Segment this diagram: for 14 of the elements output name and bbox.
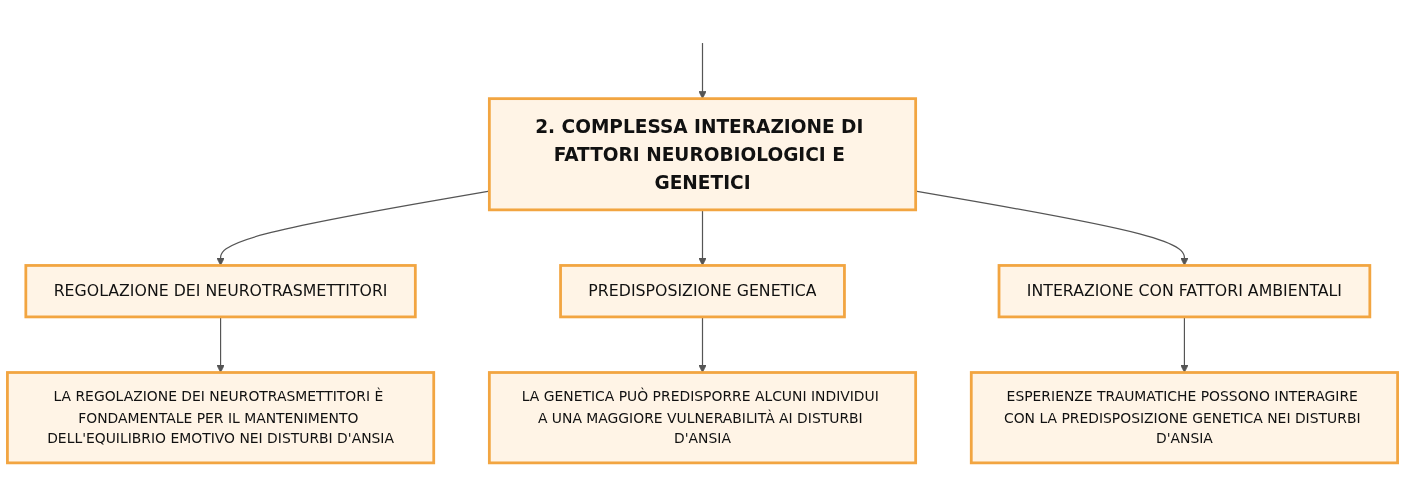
arrow xyxy=(1180,316,1189,373)
arrow xyxy=(216,316,225,373)
node-box: LA GENETICA PUÒ PREDISPORRE ALCUNI INDIVIDUI A UNA MAGGIORE VULNERABILITÀ AI DISTURBI D'ANSIA xyxy=(487,371,918,465)
arrow xyxy=(698,42,707,99)
arrow xyxy=(915,190,1189,266)
node-box: LA REGOLAZIONE DEI NEUROTRASMETTITORI È FONDAMENTALE PER IL MANTENIMENTO DELL'EQUILIBRIO EMOTIVO NEI DISTURBI D'ANSIA xyxy=(6,371,436,465)
arrow xyxy=(698,316,707,373)
node-box: ESPERIENZE TRAUMATICHE POSSONO INTERAGIRE CON LA PREDISPOSIZIONE GENETICA NEI DISTURBI D'ANSIA xyxy=(969,371,1399,465)
arrow xyxy=(698,209,707,266)
arrow xyxy=(216,190,490,266)
node-box: PREDISPOSIZIONE GENETICA xyxy=(559,264,846,319)
node-box: INTERAZIONE CON FATTORI AMBIENTALI xyxy=(997,264,1372,319)
node-box: 2. COMPLESSA INTERAZIONE DI FATTORI NEUROBIOLOGICI E GENETICI xyxy=(487,97,918,212)
node-box: REGOLAZIONE DEI NEUROTRASMETTITORI xyxy=(24,264,417,319)
